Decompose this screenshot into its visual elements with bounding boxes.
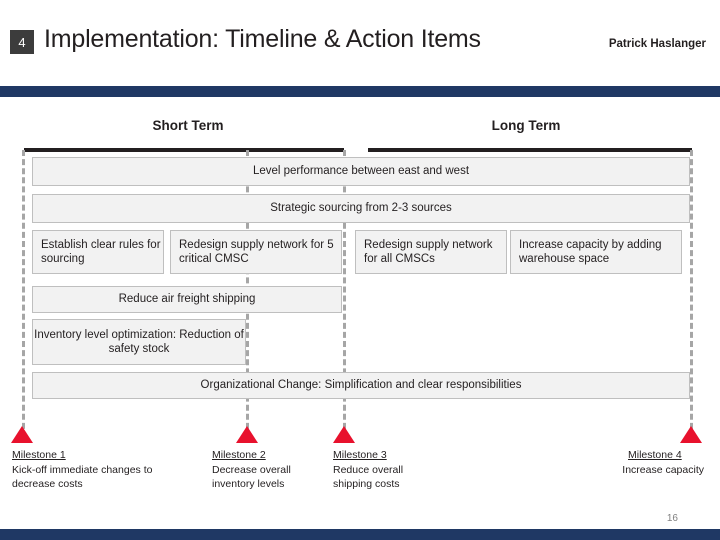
milestone-desc-3: Reduce overall shipping costs [333, 464, 404, 490]
milestone-desc-1: Kick-off immediate changes to decrease c… [12, 464, 153, 490]
footer-divider [0, 529, 720, 540]
timeline-guide-4 [690, 150, 693, 438]
action-box-increase-capacity[interactable]: Increase capacity by adding warehouse sp… [510, 230, 682, 274]
action-box-establish-rules[interactable]: Establish clear rules for sourcing [32, 230, 164, 274]
action-box-strategic-sourcing[interactable]: Strategic sourcing from 2-3 sources [32, 194, 690, 223]
phase-bar-short-term [24, 148, 344, 152]
slide-number-badge: 4 [10, 30, 34, 54]
milestone-title-4: Milestone 4 [628, 449, 682, 461]
milestone-marker-1 [11, 426, 33, 443]
action-box-level-performance[interactable]: Level performance between east and west [32, 157, 690, 186]
timeline-guide-3 [343, 150, 346, 438]
action-box-redesign-5-cmsc[interactable]: Redesign supply network for 5 critical C… [170, 230, 342, 274]
milestone-marker-4 [680, 426, 702, 443]
timeline-guide-1 [22, 150, 25, 438]
action-box-inventory-optimization[interactable]: Inventory level optimization: Reduction … [32, 319, 246, 365]
action-box-organizational-change[interactable]: Organizational Change: Simplification an… [32, 372, 690, 399]
milestone-marker-3 [333, 426, 355, 443]
milestone-title-1: Milestone 1 [12, 449, 66, 461]
milestone-marker-2 [236, 426, 258, 443]
milestone-desc-4: Increase capacity [622, 464, 704, 476]
milestone-title-2: Milestone 2 [212, 449, 266, 461]
page-number: 16 [666, 513, 678, 524]
header-divider [0, 86, 720, 97]
phase-label-long-term: Long Term [491, 118, 561, 133]
author-label: Patrick Haslanger [608, 38, 706, 50]
milestone-desc-2: Decrease overall inventory levels [212, 464, 291, 490]
action-box-reduce-air-freight[interactable]: Reduce air freight shipping [32, 286, 342, 313]
page-title: Implementation: Timeline & Action Items [44, 25, 481, 53]
action-box-redesign-all-cmsc[interactable]: Redesign supply network for all CMSCs [355, 230, 507, 274]
phase-label-short-term: Short Term [152, 118, 224, 133]
phase-bar-long-term [368, 148, 692, 152]
milestone-title-3: Milestone 3 [333, 449, 387, 461]
